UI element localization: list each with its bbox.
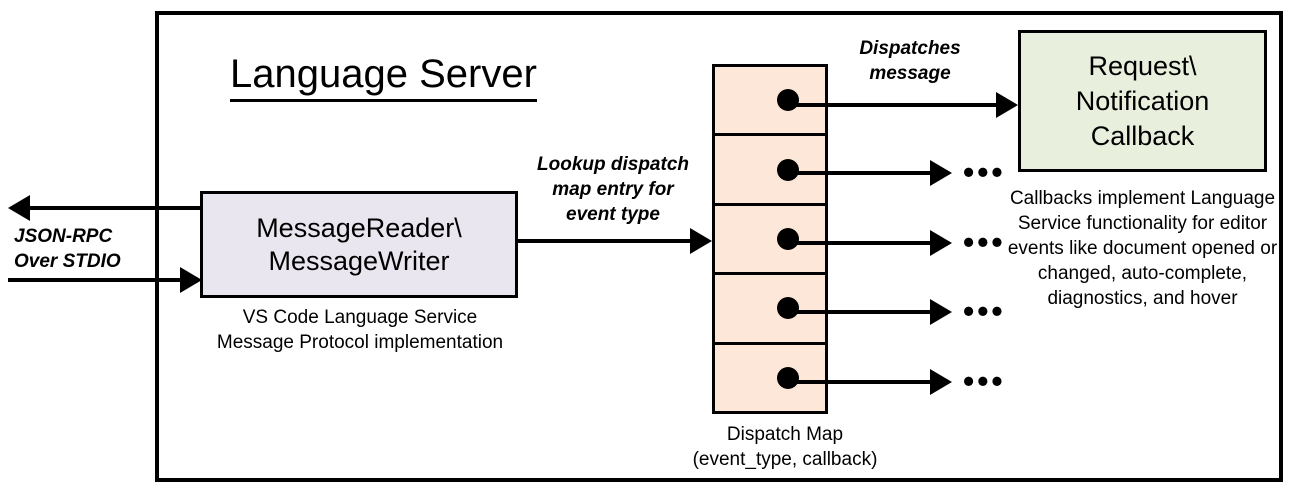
lookup-label-line2: map entry for — [552, 179, 674, 200]
callback-dot-icon — [777, 297, 799, 320]
jsonrpc-label-line2: Over STDIO — [14, 251, 121, 272]
dispatch-map-caption: Dispatch Map (event_type, callback) — [640, 422, 930, 472]
callback-dot-icon — [777, 158, 799, 181]
message-reader-writer-box[interactable]: MessageReader\ MessageWriter — [200, 191, 518, 298]
dispatch-row3-line — [784, 241, 936, 245]
dispatch-row2-ellipsis: ••• — [963, 154, 1006, 190]
dispatch-row5-arrowhead — [930, 369, 952, 395]
message-io-caption-line2: Message Protocol implementation — [216, 332, 504, 353]
message-io-label: MessageReader\ MessageWriter — [256, 212, 462, 278]
lookup-label-line1: Lookup dispatch — [537, 154, 689, 175]
dispatch-row5-line — [784, 380, 936, 384]
dispatch-row3-ellipsis: ••• — [963, 224, 1006, 260]
lookup-label-line3: event type — [566, 204, 660, 225]
callback-label-line3: Callback — [1090, 120, 1195, 151]
jsonrpc-edge-label: JSON-RPC Over STDIO — [14, 224, 174, 274]
dispatch-map-row[interactable] — [715, 67, 825, 137]
jsonrpc-in-arrowhead — [180, 267, 202, 293]
page-title: Language Server — [230, 50, 537, 102]
dispatch-map-caption-line1: Dispatch Map — [726, 424, 844, 445]
dispatch-row4-line — [784, 310, 936, 314]
dispatch-map-row[interactable] — [715, 345, 825, 411]
callback-caption: Callbacks implement Language Service fun… — [1007, 188, 1278, 309]
dispatch-row1-arrowhead — [996, 92, 1018, 118]
dispatch-row5-ellipsis: ••• — [963, 363, 1006, 399]
dispatch-map-table[interactable] — [712, 64, 828, 414]
dispatch-row3-arrowhead — [930, 230, 952, 256]
lookup-edge-label: Lookup dispatch map entry for event type — [518, 152, 708, 227]
message-io-caption-line1: VS Code Language Service — [242, 307, 478, 328]
dispatches-label-line1: Dispatches — [859, 38, 961, 59]
jsonrpc-label-line1: JSON-RPC — [14, 226, 113, 247]
message-io-caption: VS Code Language Service Message Protoco… — [190, 305, 530, 355]
dispatch-row4-ellipsis: ••• — [963, 293, 1006, 329]
callback-dot-icon — [777, 228, 799, 251]
dispatch-row4-arrowhead — [930, 299, 952, 325]
dispatch-map-caption-line2: (event_type, callback) — [692, 449, 878, 470]
dispatches-label-line2: message — [869, 63, 951, 84]
callback-label-line2: Notification — [1075, 85, 1210, 116]
language-server-container — [155, 11, 1283, 482]
jsonrpc-in-line — [8, 278, 184, 282]
callback-label-line1: Request\ — [1088, 50, 1197, 81]
dispatch-row2-arrowhead — [930, 160, 952, 186]
jsonrpc-out-arrowhead — [8, 195, 30, 221]
message-io-label-line1: MessageReader\ — [256, 212, 462, 243]
dispatch-map-row[interactable] — [715, 136, 825, 206]
dispatch-row1-line — [784, 103, 1001, 107]
dispatches-edge-label: Dispatches message — [830, 36, 990, 86]
request-notification-callback-box[interactable]: Request\ Notification Callback — [1018, 30, 1267, 172]
callback-label: Request\ Notification Callback — [1076, 49, 1210, 154]
callback-dot-icon — [777, 366, 799, 389]
dispatch-row2-line — [784, 171, 936, 175]
lookup-edge-arrowhead — [690, 228, 712, 254]
callback-dot-icon — [777, 89, 799, 112]
message-io-label-line2: MessageWriter — [268, 245, 450, 276]
lookup-edge-line — [518, 239, 692, 243]
